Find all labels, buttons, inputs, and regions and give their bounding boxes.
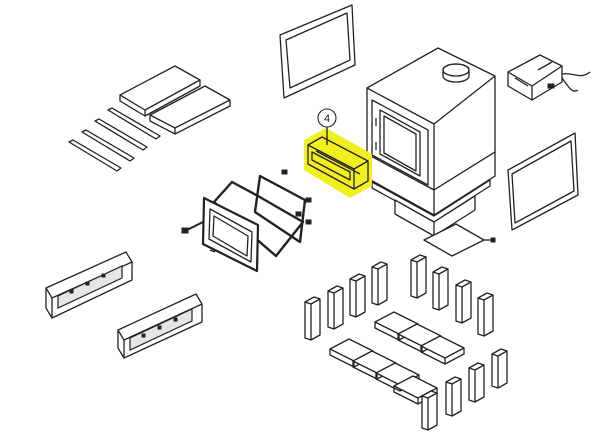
highlighted-part-4[interactable] bbox=[304, 128, 372, 198]
firebrick-upright-left[interactable] bbox=[304, 261, 388, 341]
access-tray-1[interactable] bbox=[45, 251, 133, 319]
side-panel-right[interactable] bbox=[507, 132, 579, 231]
access-tray-2[interactable] bbox=[117, 293, 203, 359]
callout-4[interactable]: 4 bbox=[317, 108, 337, 145]
floor-plate[interactable] bbox=[423, 223, 496, 257]
firebrick-floor[interactable] bbox=[329, 311, 465, 405]
baffle-support-tubes[interactable] bbox=[68, 107, 161, 172]
callout-4-label: 4 bbox=[324, 113, 330, 125]
door-assembly[interactable] bbox=[181, 196, 260, 273]
hardware-screws[interactable] bbox=[281, 169, 312, 225]
firebrick-upright-right[interactable] bbox=[410, 254, 494, 337]
blower-fan[interactable] bbox=[507, 54, 591, 101]
firebrick-upright-front[interactable] bbox=[421, 348, 508, 431]
stove-body[interactable] bbox=[366, 47, 496, 237]
firebricks[interactable] bbox=[304, 254, 508, 431]
baffle-boards[interactable] bbox=[119, 65, 231, 135]
glass-panel-top[interactable] bbox=[279, 4, 356, 99]
